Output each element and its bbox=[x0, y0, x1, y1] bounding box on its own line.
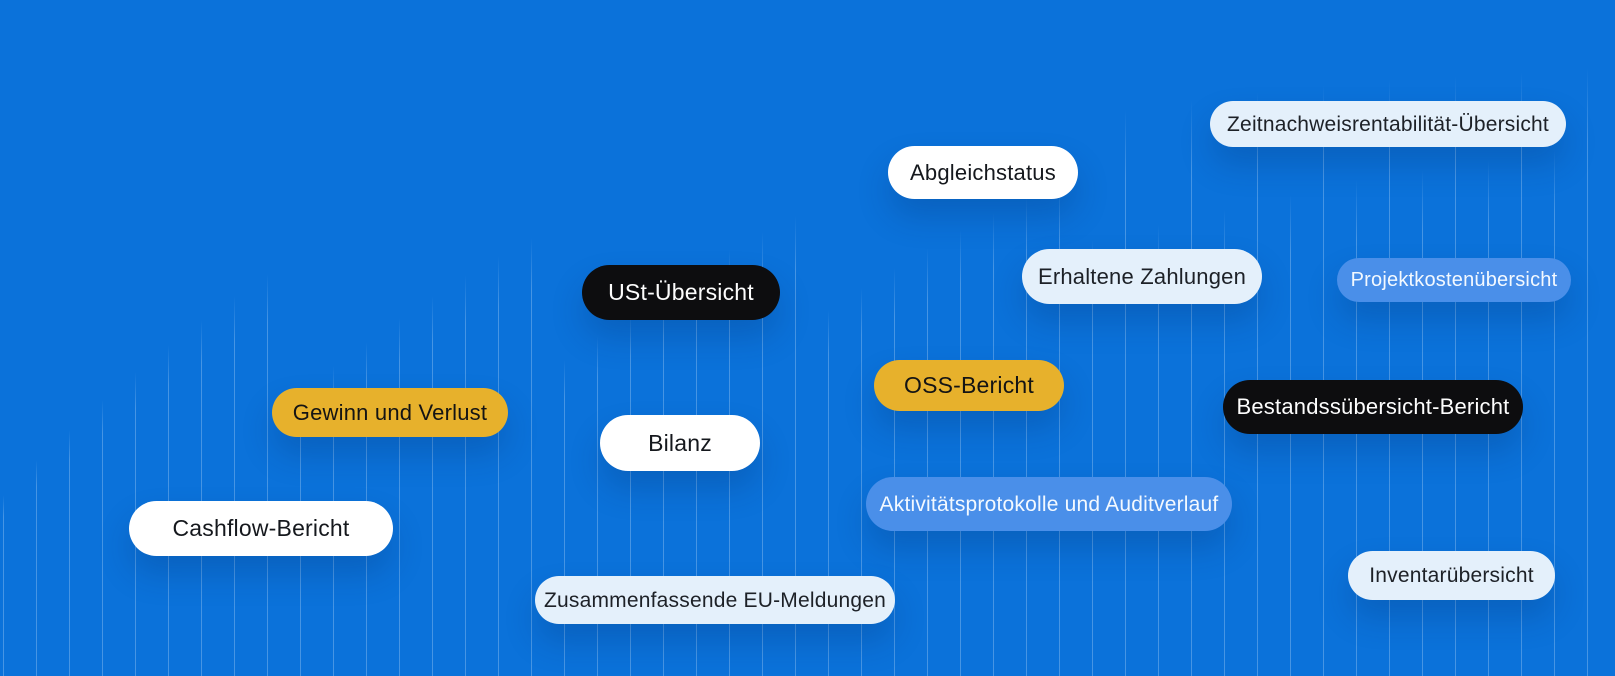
grid-line bbox=[1125, 110, 1126, 676]
grid-line bbox=[927, 248, 928, 676]
grid-line bbox=[564, 360, 565, 676]
report-pill-inventaruebersicht[interactable]: Inventarübersicht bbox=[1348, 551, 1555, 600]
grid-line bbox=[3, 495, 4, 676]
grid-line bbox=[1092, 240, 1093, 676]
grid-line bbox=[597, 336, 598, 676]
grid-line bbox=[993, 213, 994, 676]
grid-line bbox=[69, 430, 70, 676]
grid-line bbox=[1554, 150, 1555, 676]
report-pill-projektkostenuebersicht[interactable]: Projektkostenübersicht bbox=[1337, 258, 1571, 302]
grid-line bbox=[399, 318, 400, 676]
grid-line bbox=[531, 238, 532, 676]
report-pill-aktivitaetsprotokolle-und-auditverlauf[interactable]: Aktivitätsprotokolle und Auditverlauf bbox=[866, 477, 1232, 531]
grid-line bbox=[102, 400, 103, 676]
report-pill-bilanz[interactable]: Bilanz bbox=[600, 415, 760, 471]
grid-line bbox=[498, 256, 499, 676]
grid-line bbox=[1290, 195, 1291, 676]
report-pill-oss-bericht[interactable]: OSS-Bericht bbox=[874, 360, 1064, 411]
report-pill-ust-uebersicht[interactable]: USt-Übersicht bbox=[582, 265, 780, 320]
report-pill-abgleichstatus[interactable]: Abgleichstatus bbox=[888, 146, 1078, 199]
report-pill-zusammenfassende-eu-meldungen[interactable]: Zusammenfassende EU-Meldungen bbox=[535, 576, 895, 624]
report-pill-gewinn-und-verlust[interactable]: Gewinn und Verlust bbox=[272, 388, 508, 437]
report-pill-cashflow-bericht[interactable]: Cashflow-Bericht bbox=[129, 501, 393, 556]
report-pill-zeitnachweisrentabilitaet-uebersicht[interactable]: Zeitnachweisrentabilität-Übersicht bbox=[1210, 101, 1566, 147]
grid-line bbox=[201, 320, 202, 676]
grid-line bbox=[1191, 100, 1192, 676]
grid-line bbox=[465, 275, 466, 676]
grid-line bbox=[960, 230, 961, 676]
grid-line bbox=[432, 296, 433, 676]
report-pill-bestandssuebersicht-bericht[interactable]: Bestandssübersicht-Bericht bbox=[1223, 380, 1523, 434]
grid-line bbox=[267, 274, 268, 676]
grid-line bbox=[894, 268, 895, 676]
report-pill-erhaltene-zahlungen[interactable]: Erhaltene Zahlungen bbox=[1022, 249, 1262, 304]
grid-line bbox=[1587, 68, 1588, 676]
grid-line bbox=[36, 460, 37, 676]
grid-line bbox=[234, 296, 235, 676]
